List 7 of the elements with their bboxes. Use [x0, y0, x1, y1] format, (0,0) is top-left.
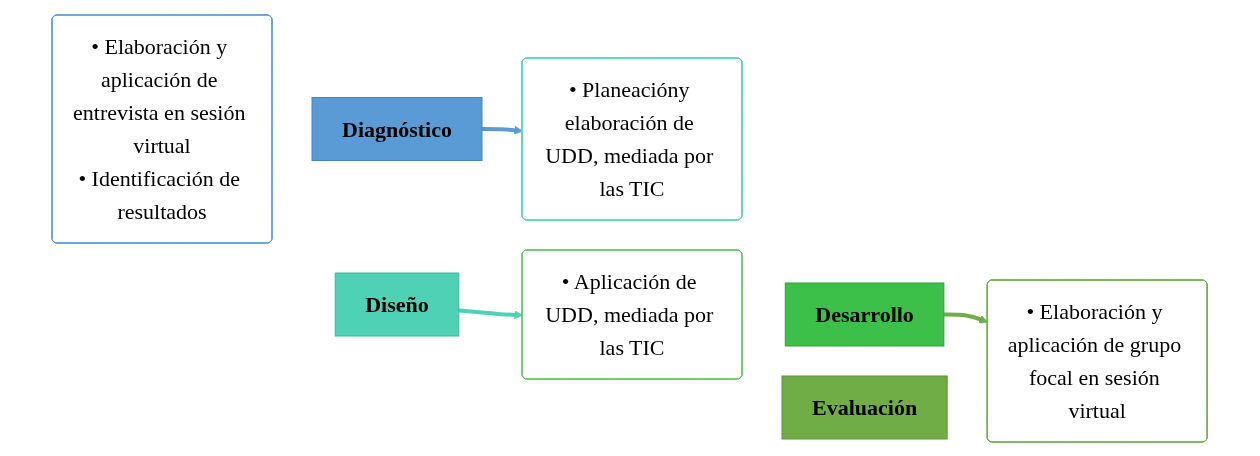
node-box: Desarrollo	[785, 282, 945, 346]
arrow	[459, 307, 524, 319]
arrow	[944, 312, 989, 323]
node-box: Diseño	[335, 272, 460, 336]
arrow	[482, 125, 524, 135]
node-box: Diagnóstico	[311, 96, 483, 161]
node-box: Evaluación	[781, 375, 949, 439]
